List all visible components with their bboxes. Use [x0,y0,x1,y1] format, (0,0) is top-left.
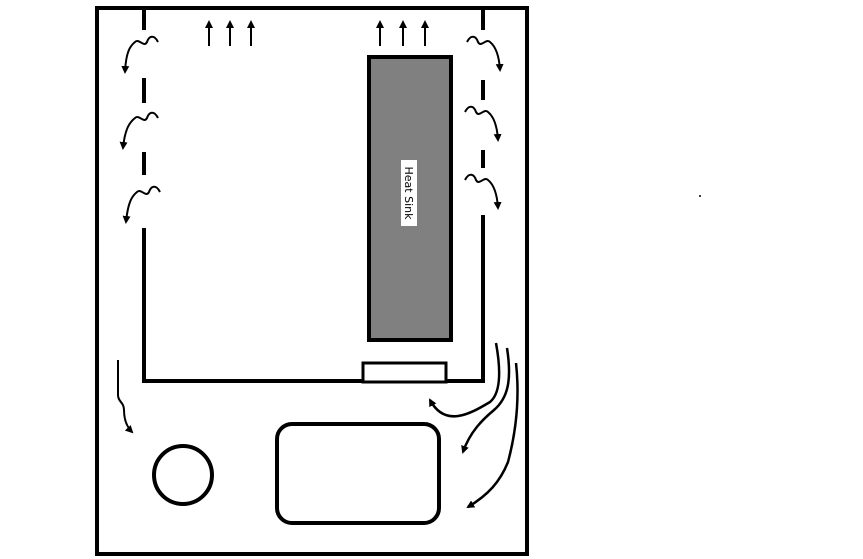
curved-arrow [461,347,511,454]
heat-sink [367,55,453,342]
squiggle-arrow [464,173,502,210]
squiggle-arrow [121,35,159,74]
circular-component [152,444,214,506]
heat-sink-label-background [401,160,417,226]
heat-sink-label-group: Heat Sink [401,160,417,226]
squiggle-arrow [122,185,161,224]
heat-sink-label: Heat Sink [402,167,415,221]
curved-arrow [466,362,519,509]
right-vent-airflow [464,35,504,210]
lower-left-airflow [117,360,134,434]
curved-arrow [428,342,501,418]
exhaust-arrows-right [376,20,429,46]
squiggle-arrow [464,105,502,142]
rounded-component [275,422,441,525]
exhaust-arrows-left [205,20,255,46]
squiggle-arrow [119,111,159,150]
small-component [361,361,448,384]
left-vent-airflow [119,35,161,224]
outer-enclosure [95,6,529,556]
stray-dot [699,195,701,197]
squiggle-arrow [466,35,504,72]
lower-right-airflow [428,342,519,509]
